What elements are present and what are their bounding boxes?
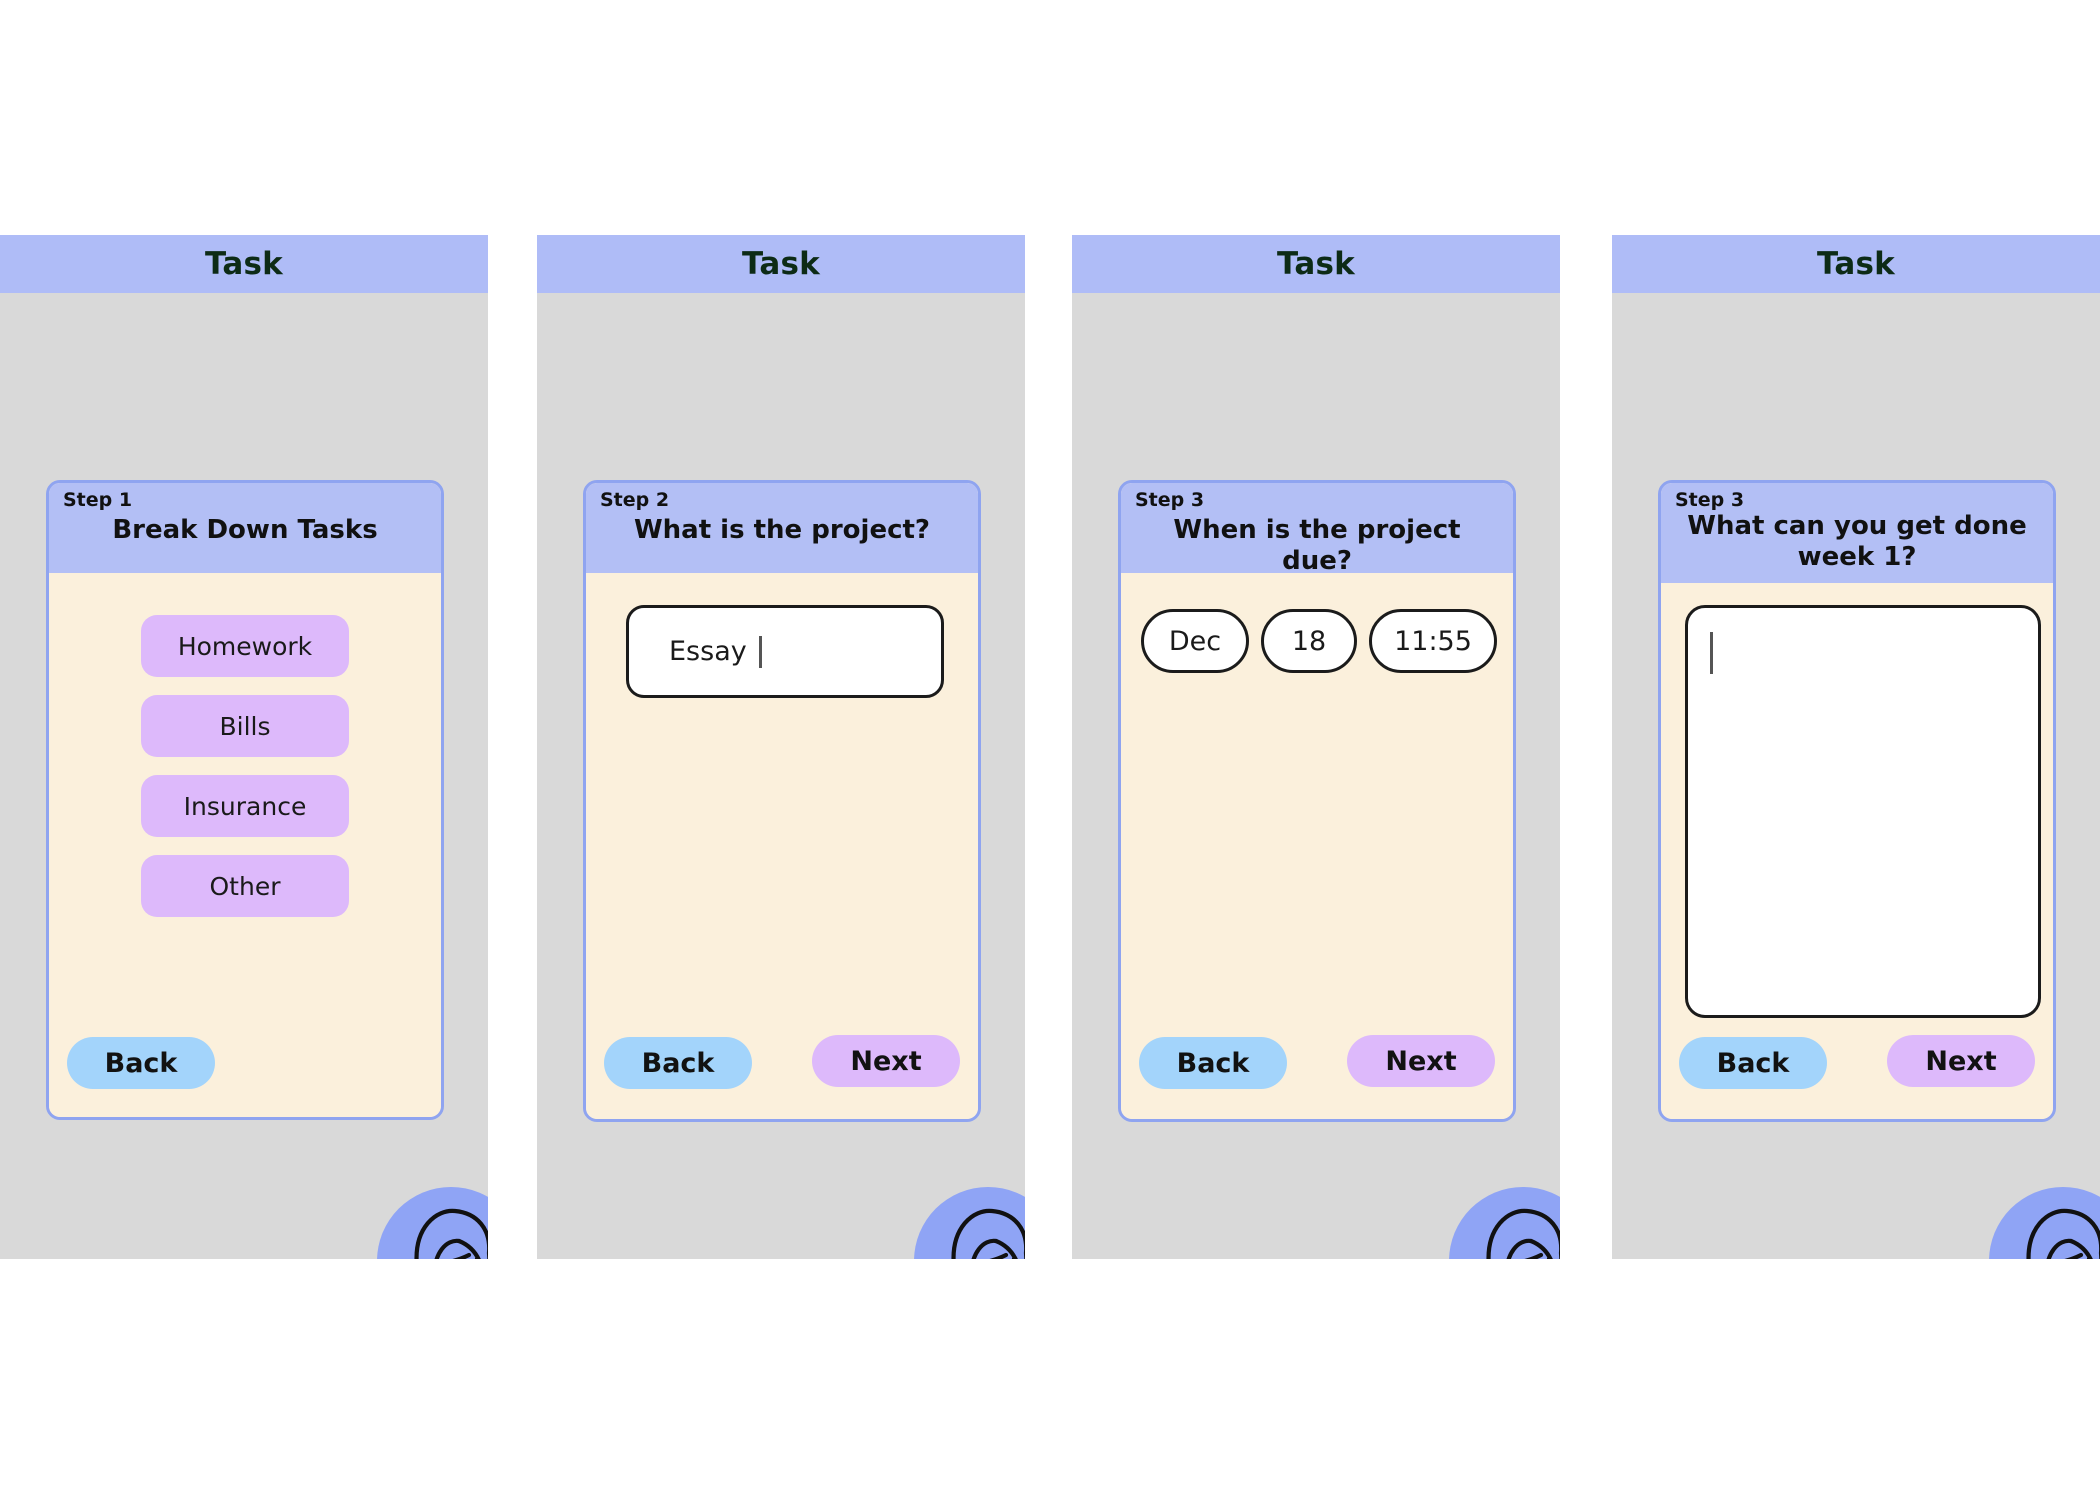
app-title: Task: [1277, 246, 1355, 282]
phone-screen-1: Task Step 1 Break Down Tasks Homework Bi…: [0, 235, 488, 1259]
app-title: Task: [742, 246, 820, 282]
step-label: Step 3: [1675, 489, 1745, 511]
card-body: Essay Back Next: [586, 573, 978, 1119]
phone-screen-3: Task Step 3 When is the project due? Dec…: [1072, 235, 1560, 1259]
due-time-field[interactable]: 11:55: [1369, 609, 1497, 673]
step-label: Step 1: [63, 489, 133, 511]
back-button[interactable]: Back: [1679, 1037, 1827, 1089]
due-date-picker: Dec 18 11:55: [1141, 609, 1499, 673]
task-category-options: Homework Bills Insurance Other: [49, 573, 441, 917]
due-month-field[interactable]: Dec: [1141, 609, 1249, 673]
card-body: Homework Bills Insurance Other Back: [49, 573, 441, 1117]
assistant-avatar: [373, 1181, 488, 1259]
card-title: What can you get done week 1?: [1687, 510, 2027, 572]
assistant-avatar: [1985, 1181, 2100, 1259]
back-button[interactable]: Back: [67, 1037, 215, 1089]
app-title: Task: [1817, 246, 1895, 282]
due-day-field[interactable]: 18: [1261, 609, 1357, 673]
app-titlebar: Task: [537, 235, 1025, 293]
next-button[interactable]: Next: [812, 1035, 960, 1087]
phone-screen-4: Task Step 3 What can you get done week 1…: [1612, 235, 2100, 1259]
step-card: Step 3 What can you get done week 1? Bac…: [1658, 480, 2056, 1122]
option-homework[interactable]: Homework: [141, 615, 349, 677]
text-caret: [1710, 632, 1713, 674]
screen-body: Step 3 When is the project due? Dec 18 1…: [1072, 293, 1560, 1259]
card-title: Break Down Tasks: [112, 514, 378, 545]
next-button[interactable]: Next: [1347, 1035, 1495, 1087]
step-label: Step 3: [1135, 489, 1205, 511]
next-button[interactable]: Next: [1887, 1035, 2035, 1087]
card-header: Step 2 What is the project?: [586, 483, 978, 573]
step-card: Step 3 When is the project due? Dec 18 1…: [1118, 480, 1516, 1122]
option-insurance[interactable]: Insurance: [141, 775, 349, 837]
app-title: Task: [205, 246, 283, 282]
card-header: Step 1 Break Down Tasks: [49, 483, 441, 573]
back-button[interactable]: Back: [604, 1037, 752, 1089]
card-header: Step 3 What can you get done week 1?: [1661, 483, 2053, 583]
screen-body: Step 2 What is the project? Essay Back N…: [537, 293, 1025, 1259]
card-title: What is the project?: [633, 514, 931, 545]
card-body: Dec 18 11:55 Back Next: [1121, 573, 1513, 1119]
screen-body: Step 1 Break Down Tasks Homework Bills I…: [0, 293, 488, 1259]
step-card: Step 1 Break Down Tasks Homework Bills I…: [46, 480, 444, 1120]
back-button[interactable]: Back: [1139, 1037, 1287, 1089]
phone-screen-2: Task Step 2 What is the project? Essay B…: [537, 235, 1025, 1259]
screen-body: Step 3 What can you get done week 1? Bac…: [1612, 293, 2100, 1259]
text-caret: [758, 635, 762, 668]
option-other[interactable]: Other: [141, 855, 349, 917]
step-card: Step 2 What is the project? Essay Back N…: [583, 480, 981, 1122]
assistant-avatar: [1445, 1181, 1560, 1259]
card-body: Back Next: [1661, 583, 2053, 1119]
week-plan-textarea[interactable]: [1685, 605, 2041, 1018]
app-titlebar: Task: [1072, 235, 1560, 293]
option-bills[interactable]: Bills: [141, 695, 349, 757]
app-titlebar: Task: [1612, 235, 2100, 293]
card-title: When is the project due?: [1173, 514, 1461, 576]
project-name-input[interactable]: Essay: [626, 605, 944, 698]
project-name-value: Essay: [669, 636, 747, 667]
assistant-avatar: [910, 1181, 1025, 1259]
card-header: Step 3 When is the project due?: [1121, 483, 1513, 576]
step-label: Step 2: [600, 489, 670, 511]
app-titlebar: Task: [0, 235, 488, 293]
